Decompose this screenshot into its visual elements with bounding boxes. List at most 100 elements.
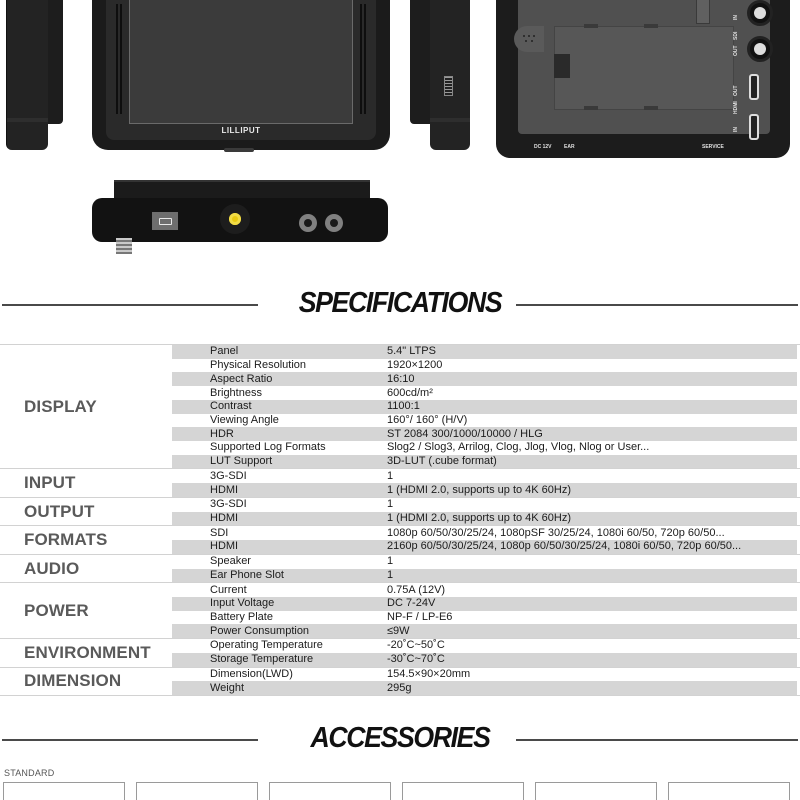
front-view-image: LILLIPUT [92,0,390,152]
ear-jack-icon [299,214,317,232]
battery-plate [554,26,734,110]
spec-value: Slog2 / Slog3, Arrilog, Clog, Jlog, Vlog… [387,441,650,454]
spec-category-label: INPUT [24,473,76,493]
divider-line [2,304,258,306]
spec-row: Ear Phone Slot 1 [172,568,797,583]
spec-value: 1 [387,568,394,581]
spec-value: NP-F / LP-E6 [387,611,453,624]
hdmi-out-port-icon [749,74,759,100]
spec-category-label: DIMENSION [24,671,122,691]
spec-row: Storage Temperature -30˚C~70˚C [172,652,797,667]
vent-icon [360,4,362,114]
divider-line [2,739,258,741]
spec-param: Aspect Ratio [210,372,273,385]
service-label: SERVICE [702,144,724,150]
bottom-nub [224,148,254,152]
spec-value: 3D-LUT (.cube format) [387,455,497,468]
divider-line [516,304,798,306]
speaker-icon [514,26,544,52]
brand-logo: LILLIPUT [221,126,261,135]
spec-param: Speaker [210,555,251,568]
spec-param: Storage Temperature [210,653,314,666]
dc-jack-icon [325,214,343,232]
spec-category-label: POWER [24,600,89,620]
spec-param: Contrast [210,400,252,413]
vent-icon [116,4,118,114]
standard-accessories-label: STANDARD [4,768,55,778]
spec-value: 2160p 60/50/30/25/24, 1080p 60/50/30/25/… [387,540,742,553]
accessories-heading: ACCESSORIES [0,720,800,760]
spec-param: Supported Log Formats [210,441,326,454]
spec-param: Physical Resolution [210,359,306,372]
spec-value: 295g [387,681,412,694]
monitor-screen [129,0,353,124]
spec-category-label: OUTPUT [24,501,95,521]
spec-param: Weight [210,681,245,694]
ear-label: EAR [564,144,575,150]
accessory-box [402,782,524,800]
sdi-in-bnc-connector-icon [747,0,773,26]
dc-12v-label: DC 12V [534,144,552,150]
spec-value: 5.4" LTPS [387,345,436,358]
sdi-in-label: IN [733,15,739,20]
bottom-lip [114,180,370,202]
accessory-box [269,782,391,800]
spec-value: 600cd/m² [387,386,433,399]
spec-value: 1 [387,498,394,511]
spec-value: 16:10 [387,372,415,385]
sdi-out-bnc-connector-icon [747,36,773,62]
hdmi-label: HDMI [733,101,739,114]
spec-param: Ear Phone Slot [210,568,284,581]
spec-row: Battery Plate NP-F / LP-E6 [172,611,797,625]
spec-category-label: DISPLAY [24,396,97,416]
spec-row: Operating Temperature-20˚C~50˚C [172,639,797,653]
spec-row: Dimension(LWD)154.5×90×20mm [172,668,797,682]
vent-icon [364,4,366,114]
rocker-switch [696,0,710,24]
spec-param: Current [210,583,247,596]
spec-row: Aspect Ratio 16:10 [172,372,797,387]
spec-param: Battery Plate [210,611,273,624]
spec-row: Input Voltage DC 7-24V [172,596,797,611]
right-side-front-shell [430,0,470,150]
accessory-box [535,782,657,800]
spec-param: Power Consumption [210,624,310,637]
spec-value: 1 (HDMI 2.0, supports up to 4K 60Hz) [387,483,572,496]
left-side-front-shell [6,0,48,150]
hdmi-in-port-icon [749,114,759,140]
spec-value: 1 [387,469,394,482]
battery-latch [644,106,658,110]
sdi-label: SDI [733,31,739,40]
divider-line [516,739,798,741]
usb-port-icon [152,212,178,230]
spec-category-label: ENVIRONMENT [24,642,151,662]
left-side-view-image [3,0,63,150]
specifications-title: SPECIFICATIONS [298,287,503,319]
accessories-title: ACCESSORIES [310,722,490,754]
spec-param: Input Voltage [210,597,275,610]
spec-value: ≤9W [387,624,410,637]
speaker-grill-icon [444,76,453,96]
spec-row: Power Consumption ≤9W [172,624,797,639]
spec-value: DC 7-24V [387,597,436,610]
spec-value: -20˚C~50˚C [387,639,445,652]
rca-port-icon [220,204,250,234]
spec-value: -30˚C~70˚C [387,653,445,666]
